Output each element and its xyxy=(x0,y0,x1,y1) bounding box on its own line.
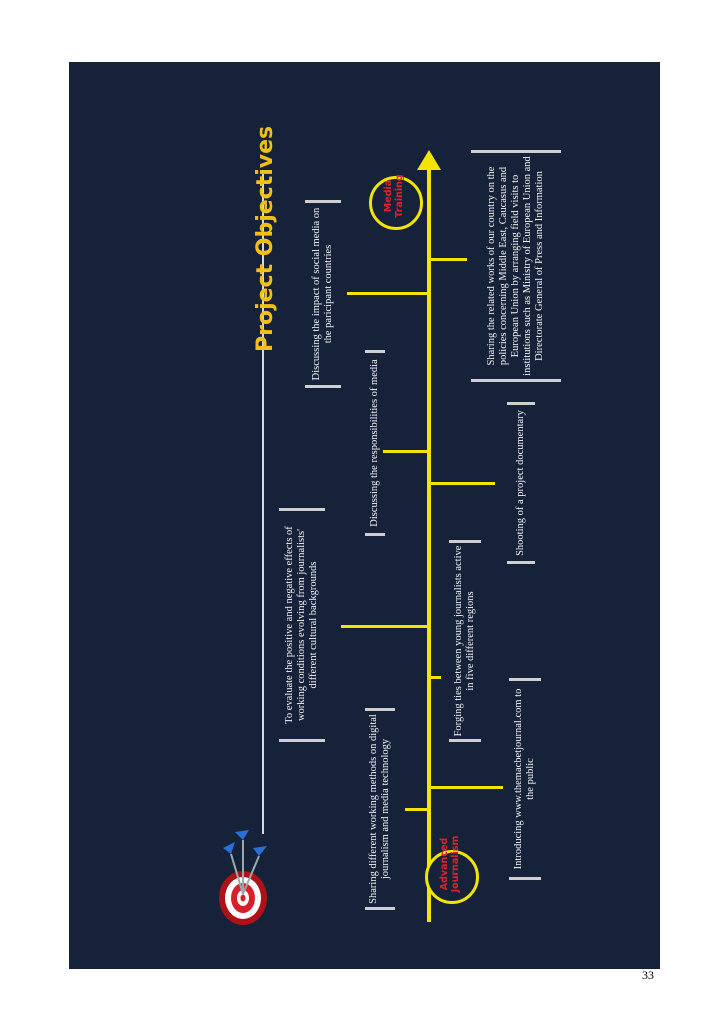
branch-1 xyxy=(405,808,429,811)
objective-8: Sharing the related works of our country… xyxy=(471,150,561,382)
branch-4 xyxy=(341,625,429,628)
slide-title: Project Objectives xyxy=(253,125,278,352)
branch-8 xyxy=(431,258,467,261)
target-with-darts-icon xyxy=(219,830,267,925)
title-connector-line xyxy=(262,174,264,834)
branch-5 xyxy=(431,482,495,485)
end-circle xyxy=(369,176,423,230)
arrow-head-icon xyxy=(417,150,441,170)
objective-1: Sharing different working methods on dig… xyxy=(365,708,395,910)
objective-5: Shooting of a project documentary xyxy=(507,402,535,564)
end-label: Media Training xyxy=(383,174,405,218)
page-number: 33 xyxy=(642,968,654,982)
branch-2 xyxy=(431,786,503,789)
slide-panel: Project Objectives Advanced Journalism M… xyxy=(69,62,660,969)
branch-3 xyxy=(431,676,441,679)
objective-6: Discussing the responsibilities of media xyxy=(365,350,385,536)
objective-4: To evaluate the positive and negative ef… xyxy=(279,508,325,742)
timeline-axis xyxy=(427,162,431,922)
objective-2: Introducing www.themacbetjournal.com to … xyxy=(509,678,541,880)
branch-6 xyxy=(383,450,429,453)
branch-7 xyxy=(347,292,429,295)
start-circle xyxy=(425,850,479,904)
objective-7: Discussing the impact of social media on… xyxy=(305,200,341,388)
objective-3: Forging ties between young journalists a… xyxy=(449,540,481,742)
start-label: Advanced Journalism xyxy=(439,835,461,893)
